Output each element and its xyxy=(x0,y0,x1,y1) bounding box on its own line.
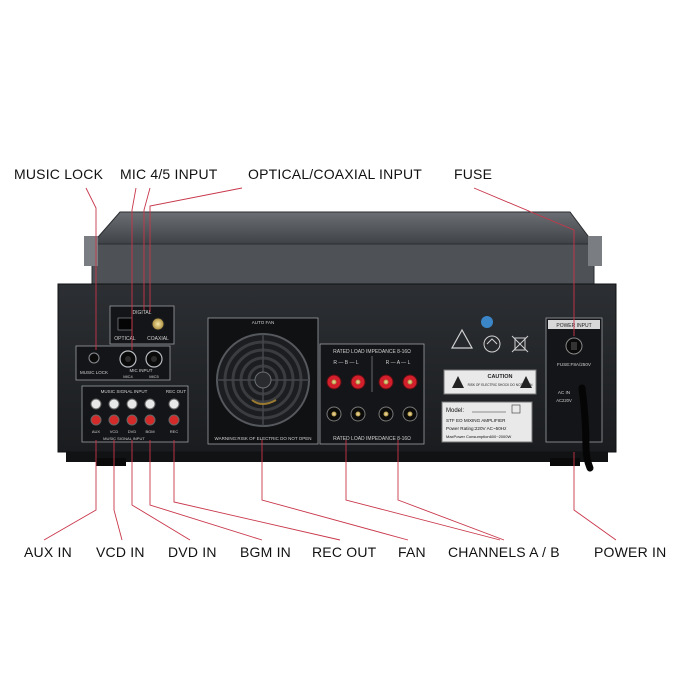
rca-aux-r[interactable] xyxy=(90,414,102,426)
rca-bgm-r[interactable] xyxy=(144,414,156,426)
binding-post-b-r[interactable] xyxy=(326,374,342,390)
rated-load-label-bottom: RATED LOAD IMPEDANCE 8-16Ω xyxy=(333,436,411,442)
rca-vcd-r[interactable] xyxy=(108,414,120,426)
callout-rec-out: REC OUT xyxy=(312,544,377,560)
rated-load-label-top: RATED LOAD IMPEDANCE 8-16Ω xyxy=(333,349,411,355)
channel-a-label: R — A — L xyxy=(386,360,411,366)
mic-input-label: MIC INPUT xyxy=(130,368,153,373)
caution-title: CAUTION xyxy=(487,374,512,380)
callout-channels: CHANNELS A / B xyxy=(448,544,560,560)
warning-icon xyxy=(450,328,474,349)
rca-dvd-l[interactable] xyxy=(126,398,138,410)
model-plate: Model: STF EO MIXING AMPLIFIER Power Rat… xyxy=(441,401,533,443)
coaxial-label: COAXIAL xyxy=(147,336,169,342)
jack-rec-label: REC xyxy=(170,429,179,434)
ac-in-label: AC IN xyxy=(558,390,570,395)
bin-icon xyxy=(511,335,529,353)
callout-music-lock: MUSIC LOCK xyxy=(14,166,104,182)
music-signal-input-label-bottom: MUSIC SIGNAL INPUT xyxy=(103,436,145,441)
binding-post-b-l[interactable] xyxy=(350,374,366,390)
callout-fuse: FUSE xyxy=(454,166,493,182)
optical-label: OPTICAL xyxy=(114,336,136,342)
model-label: Model: xyxy=(446,408,464,414)
binding-post-b-l-neg[interactable] xyxy=(350,406,366,422)
music-lock-label: MUSIC LOCK xyxy=(80,370,108,375)
auto-fan-label: AUTO FAN xyxy=(252,320,274,325)
mic5-label: MIC5 xyxy=(149,374,159,379)
fan-icon xyxy=(216,333,310,427)
callout-mic-input: MIC 4/5 INPUT xyxy=(120,166,218,182)
callout-dvd-in: DVD IN xyxy=(168,544,217,560)
callout-vcd-in: VCD IN xyxy=(96,544,145,560)
power-rating: Power Rating:220V AC~50Hz xyxy=(446,426,507,431)
jack-bgm-label: BGM xyxy=(145,429,154,434)
binding-post-a-r[interactable] xyxy=(378,374,394,390)
rca-rec-l[interactable] xyxy=(168,398,180,410)
rca-aux-l[interactable] xyxy=(90,398,102,410)
callout-bgm-in: BGM IN xyxy=(240,544,291,560)
digital-label: DIGITAL xyxy=(132,310,151,316)
rca-bgm-l[interactable] xyxy=(144,398,156,410)
binding-post-a-l-neg[interactable] xyxy=(402,406,418,422)
callout-power-in: POWER IN xyxy=(594,544,667,560)
digital-input-section: DIGITAL OPTICAL COAXIAL xyxy=(109,305,175,345)
binding-post-a-r-neg[interactable] xyxy=(378,406,394,422)
power-cord[interactable] xyxy=(578,384,594,472)
jack-vcd-label: VCD xyxy=(110,429,119,434)
callout-aux-in: AUX IN xyxy=(24,544,72,560)
callout-fan: FAN xyxy=(398,544,426,560)
callout-lines xyxy=(43,187,617,541)
rca-vcd-l[interactable] xyxy=(108,398,120,410)
music-lock-jack[interactable] xyxy=(88,352,100,364)
music-signal-input-label: MUSIC SIGNAL INPUT xyxy=(101,389,148,394)
fan-section: AUTO FAN WARNING:RISK OF ELECTRIC DO NOT… xyxy=(207,317,319,445)
rec-out-label: REC OUT xyxy=(166,389,187,394)
optical-port[interactable] xyxy=(117,317,133,331)
mic-input-section: MUSIC LOCK MIC INPUT MIC4 MIC5 xyxy=(75,345,171,381)
chassis-lid xyxy=(84,211,602,285)
badge-icon xyxy=(481,316,493,328)
jack-aux-label: AUX xyxy=(92,429,101,434)
fuse-rating-label: FUSE:F8A/250V xyxy=(557,362,592,367)
channel-b-label: R — B — L xyxy=(333,360,359,366)
rca-dvd-r[interactable] xyxy=(126,414,138,426)
ac-voltage-label: AC220V xyxy=(556,398,572,403)
max-power: MaxPower Consumption600~2000W xyxy=(446,434,511,439)
rca-input-section: MUSIC SIGNAL INPUT REC OUT AUX VCD DVD B… xyxy=(81,385,189,443)
mic4-label: MIC4 xyxy=(123,374,133,379)
model-name: STF EO MIXING AMPLIFIER xyxy=(446,418,506,423)
caution-label: CAUTION RISK OF ELECTRIC SHOCK DO NOT OP… xyxy=(443,369,537,395)
caution-text: RISK OF ELECTRIC SHOCK DO NOT OPEN xyxy=(468,383,533,387)
recycle-icon xyxy=(483,335,501,353)
rca-rec-r[interactable] xyxy=(168,414,180,426)
certification-icons xyxy=(450,316,529,353)
chassis-bottom xyxy=(66,452,608,462)
jack-dvd-label: DVD xyxy=(128,429,137,434)
warning-label: WARNING:RISK OF ELECTRIC DO NOT OPEN xyxy=(214,436,311,441)
coaxial-port[interactable] xyxy=(151,317,165,331)
speaker-output-section: RATED LOAD IMPEDANCE 8-16Ω R — B — L R —… xyxy=(319,343,425,445)
binding-post-b-r-neg[interactable] xyxy=(326,406,342,422)
callout-optical-coaxial-input: OPTICAL/COAXIAL INPUT xyxy=(248,166,423,182)
binding-post-a-l[interactable] xyxy=(402,374,418,390)
